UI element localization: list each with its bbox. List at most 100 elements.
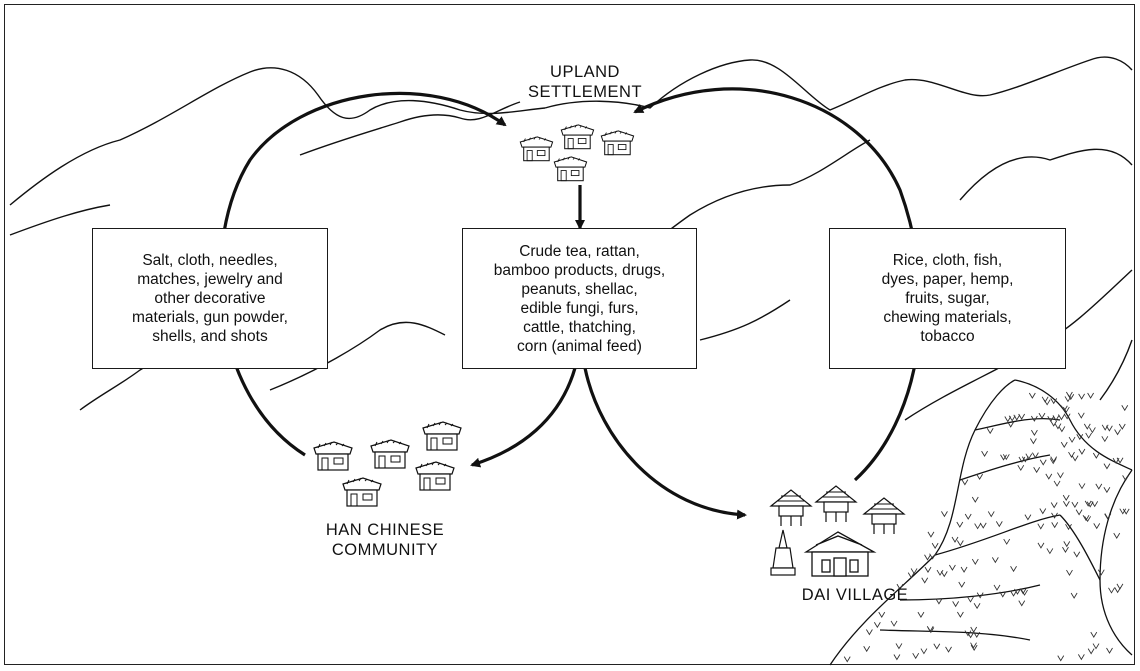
paddy-mark (927, 627, 935, 634)
paddy-mark (1038, 412, 1046, 419)
paddy-mark (1083, 423, 1091, 430)
paddy-mark (1000, 454, 1007, 461)
paddy-mark (1060, 405, 1068, 412)
paddy-mark (1065, 391, 1073, 398)
paddy-mark (964, 513, 972, 520)
dai-village-label: DAI VILLAGE (801, 586, 909, 604)
paddy-mark (1003, 538, 1011, 545)
paddy-mark (1075, 509, 1083, 516)
paddy-mark (1030, 415, 1038, 422)
paddy-mark (1112, 457, 1120, 465)
paddy-mark (1031, 429, 1038, 436)
box-right-goods: Rice, cloth, fish, dyes, paper, hemp, fr… (829, 228, 1066, 369)
paddy-mark (1078, 448, 1086, 455)
paddy-mark (896, 583, 904, 590)
paddy-mark (1068, 451, 1075, 458)
temple-building (803, 531, 877, 577)
paddy-mark (941, 511, 948, 518)
paddy-mark (843, 656, 851, 663)
paddy-mark (1095, 483, 1103, 490)
paddy-mark (961, 479, 969, 486)
paddy-mark (1076, 433, 1084, 441)
paddy-mark (1088, 427, 1096, 434)
paddy-texture (843, 391, 1130, 663)
arrow-han-to-upland (218, 91, 507, 457)
paddy-mark (1039, 459, 1047, 466)
paddy-mark (970, 642, 977, 649)
paddy-mark (1087, 392, 1094, 399)
paddy-mark (1033, 466, 1041, 474)
paddy-mark (1073, 551, 1081, 558)
paddy-mark (1052, 415, 1060, 422)
paddy-mark (1070, 592, 1078, 599)
paddy-mark (920, 648, 928, 655)
paddy-mark (1082, 514, 1090, 522)
paddy-mark (1121, 405, 1129, 412)
paddy-mark (1054, 423, 1062, 430)
paddy-mark (1045, 473, 1053, 480)
paddy-mark (1092, 643, 1100, 650)
paddy-mark (1014, 588, 1021, 595)
paddy-mark (1085, 432, 1093, 439)
paddy-mark (895, 643, 903, 650)
paddy-mark (1087, 648, 1095, 655)
paddy-mark (952, 601, 960, 608)
paddy-mark (1039, 508, 1047, 515)
river-paddies (829, 379, 1133, 666)
paddy-mark (1021, 456, 1029, 463)
paddy-mark (1004, 416, 1012, 423)
paddy-mark (1063, 501, 1070, 508)
paddy-mark (921, 577, 929, 584)
paddy-mark (945, 646, 952, 653)
paddy-mark (1037, 523, 1045, 530)
box-center-goods: Crude tea, rattan, bamboo products, drug… (462, 228, 697, 369)
paddy-mark (1068, 436, 1076, 443)
paddy-mark (1050, 398, 1058, 405)
paddy-mark (910, 568, 918, 575)
arrow-dai-to-upland (633, 87, 923, 482)
paddy-mark (970, 626, 978, 633)
paddy-mark (957, 611, 964, 618)
paddy-mark (976, 592, 984, 599)
paddy-mark (1007, 421, 1015, 428)
paddy-mark (1114, 429, 1121, 436)
trade-arrows (218, 87, 923, 520)
paddy-mark (1101, 424, 1109, 431)
paddy-mark (1084, 500, 1092, 507)
paddy-mark (971, 496, 979, 503)
paddy-mark (1071, 455, 1079, 462)
paddy-mark (1084, 516, 1092, 523)
paddy-mark (1047, 416, 1055, 423)
paddy-mark (967, 596, 974, 603)
paddy-mark (1046, 548, 1054, 555)
paddy-mark (1119, 508, 1127, 515)
paddy-mark (1097, 569, 1105, 576)
paddy-mark (1010, 565, 1017, 573)
paddy-mark (964, 630, 972, 637)
paddy-mark (1018, 600, 1026, 607)
paddy-mark (1113, 532, 1121, 540)
paddy-mark (1103, 487, 1111, 494)
paddy-mark (1018, 456, 1026, 463)
paddy-mark (1065, 523, 1072, 531)
paddy-mark (924, 554, 931, 561)
paddy-mark (973, 631, 981, 638)
paddy-mark (1050, 456, 1058, 463)
paddy-mark (907, 572, 915, 579)
paddy-mark (893, 654, 901, 661)
paddy-mark (1063, 413, 1071, 420)
paddy-mark (1024, 514, 1032, 521)
paddy-mark (1086, 501, 1094, 508)
paddy-mark (1057, 472, 1064, 479)
diagram-frame (4, 4, 1135, 665)
paddy-mark (971, 558, 979, 565)
paddy-mark (940, 571, 948, 578)
paddy-mark (1062, 546, 1069, 554)
paddy-mark (1101, 436, 1109, 443)
paddy-mark (863, 646, 871, 653)
paddy-mark (1066, 569, 1073, 576)
paddy-mark (1025, 453, 1033, 460)
paddy-mark (956, 521, 964, 528)
paddy-mark (1060, 441, 1068, 448)
paddy-mark (866, 629, 873, 636)
